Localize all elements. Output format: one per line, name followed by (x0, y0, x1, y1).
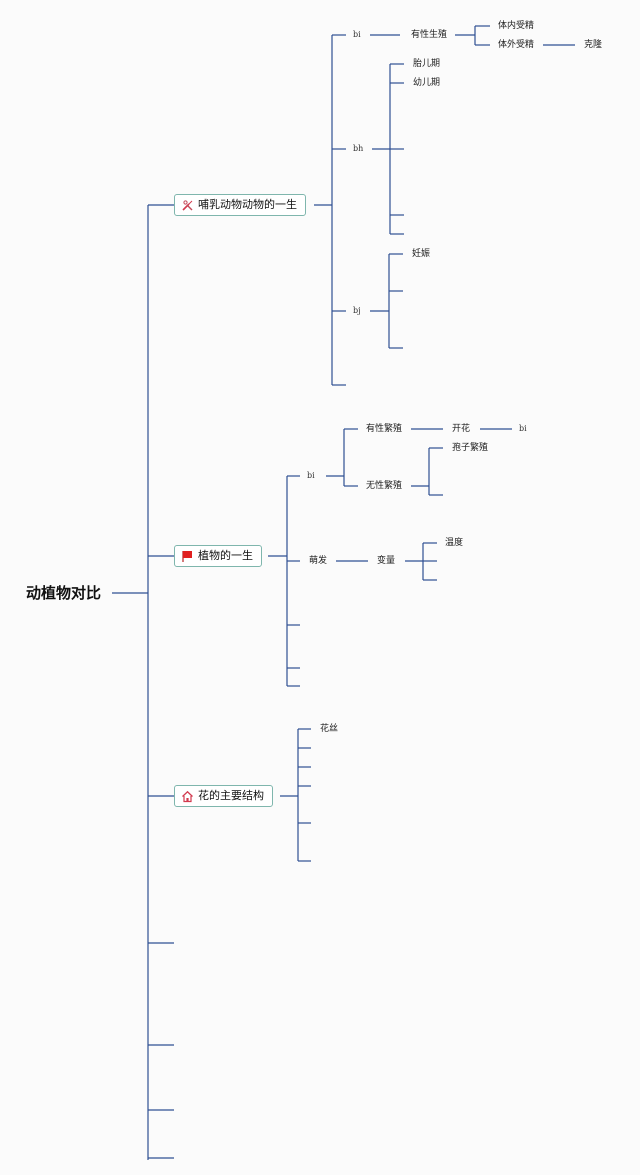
node-filament[interactable]: 花丝 (320, 724, 339, 734)
topic-flower-label: 花的主要结构 (198, 789, 264, 802)
node-plant-bi[interactable]: bi (307, 471, 315, 480)
node-flowering-bi[interactable]: bi (519, 424, 527, 433)
node-sexual-reproduction[interactable]: 有性生殖 (411, 30, 448, 40)
node-external-fertilization[interactable]: 体外受精 (498, 40, 535, 50)
tools-icon (181, 199, 194, 212)
node-infant-stage[interactable]: 幼儿期 (413, 78, 441, 88)
node-mammal-bi[interactable]: bi (353, 30, 361, 39)
topic-mammal-life[interactable]: 哺乳动物动物的一生 (174, 194, 306, 216)
node-temperature[interactable]: 温度 (445, 538, 464, 548)
topic-plant-life[interactable]: 植物的一生 (174, 545, 262, 567)
node-clone[interactable]: 克隆 (584, 40, 603, 50)
node-spore-propagation[interactable]: 孢子繁殖 (452, 443, 489, 453)
node-sexual-propagation[interactable]: 有性繁殖 (366, 424, 403, 434)
house-icon (181, 790, 194, 803)
node-internal-fertilization[interactable]: 体内受精 (498, 21, 535, 31)
node-germination[interactable]: 萌发 (309, 556, 328, 566)
topic-mammal-label: 哺乳动物动物的一生 (198, 198, 297, 211)
node-asexual-propagation[interactable]: 无性繁殖 (366, 481, 403, 491)
topic-flower-structure[interactable]: 花的主要结构 (174, 785, 273, 807)
node-flowering[interactable]: 开花 (452, 424, 471, 434)
topic-plant-label: 植物的一生 (198, 549, 253, 562)
red-flag-icon (181, 550, 194, 563)
node-pregnancy[interactable]: 妊娠 (412, 249, 431, 259)
node-variable[interactable]: 变量 (377, 556, 396, 566)
node-mammal-bj[interactable]: bj (353, 306, 361, 315)
root-node[interactable]: 动植物对比 (26, 584, 102, 602)
node-fetal-stage[interactable]: 胎儿期 (413, 59, 441, 69)
node-mammal-bh[interactable]: bh (353, 144, 364, 153)
